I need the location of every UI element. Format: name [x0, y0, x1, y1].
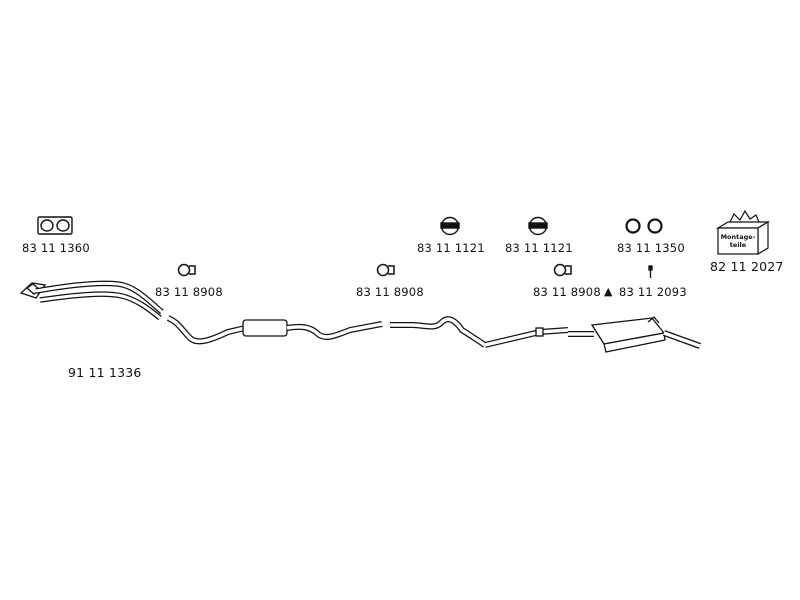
bolt-icon — [648, 265, 653, 278]
part-number-rubber-mount: 83 11 1121 — [417, 241, 485, 255]
part-number-hanger-bolt: 83 11 2093 — [619, 285, 687, 299]
triangle-marker: ▲ — [604, 285, 613, 298]
part-number-mounting-kit: 82 11 2027 — [710, 259, 784, 274]
part-number-clamp: 83 11 8908 — [533, 285, 601, 299]
part-number-clamp: 83 11 8908 — [356, 285, 424, 299]
flange-gasket-icon — [37, 216, 73, 235]
rubber-mount-icon — [440, 216, 460, 236]
clamp-icon — [177, 263, 196, 277]
clamp-icon — [553, 263, 572, 277]
part-number-rubber-rings: 83 11 1350 — [617, 241, 685, 255]
front-pipe — [19, 280, 164, 321]
mounting-kit-box-icon: Montage- teile — [715, 209, 771, 256]
intermediate-pipe — [390, 316, 569, 348]
part-number-flange-gasket: 83 11 1360 — [22, 241, 90, 255]
part-number-clamp: 83 11 8908 — [155, 285, 223, 299]
clamp-icon — [376, 263, 395, 277]
rear-silencer — [568, 316, 702, 353]
mounting-kit-box-label-2: teile — [730, 241, 747, 249]
rubber-mount-icon — [528, 216, 548, 236]
part-number-front-pipe: 91 11 1336 — [68, 365, 142, 380]
mounting-kit-box-label-1: Montage- — [721, 233, 756, 241]
middle-pipe — [166, 315, 383, 345]
part-number-rubber-mount: 83 11 1121 — [505, 241, 573, 255]
ring-pair-icon — [625, 218, 663, 234]
